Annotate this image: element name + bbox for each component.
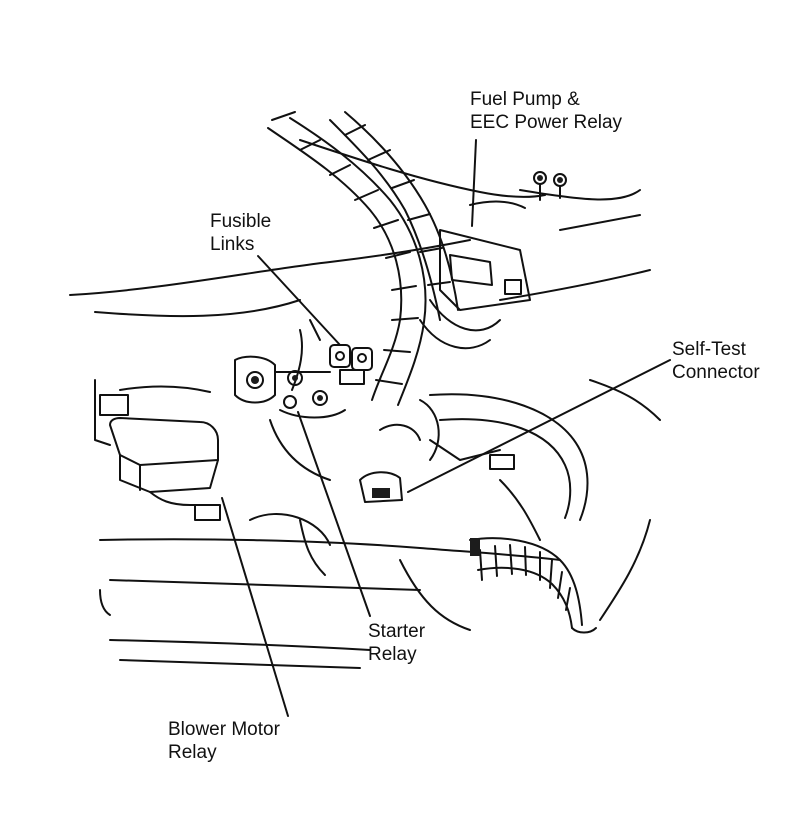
leader-lines [221,139,671,717]
main-wiring-harness [267,111,459,406]
leader-self-test-connector [407,359,671,493]
leader-fuel-pump-relay [471,139,477,227]
fuel-pump-relay-label: Fuel Pump & EEC Power Relay [470,88,622,134]
blower-motor-relay-label-line1: Blower Motor [168,719,280,740]
fusible-link-connectors [329,344,373,385]
leader-blower-motor-relay [221,497,289,717]
body-panel-outline [69,189,661,669]
upper-right-hose [429,393,589,541]
self-test-connector-label: Self-Test Connector [672,338,760,384]
fuel-pump-relay-box [419,229,531,350]
starter-relay-label: Starter Relay [368,620,425,666]
dark-fill-accents [251,175,563,556]
fuel-pump-relay-label-line1: Fuel Pump & [470,89,580,110]
fusible-links-label: Fusible Links [210,210,271,256]
fuel-pump-relay-label-line2: EEC Power Relay [470,112,623,133]
radiator-hose [469,537,597,634]
self-test-connector-label-line2: Connector [672,362,760,383]
self-test-connector-label-line1: Self-Test [672,339,746,360]
fusible-links-label-line2: Links [210,234,255,255]
fusible-links-label-line1: Fusible [210,211,272,232]
leader-starter-relay [297,411,371,617]
starter-relay-label-line2: Relay [368,644,417,665]
ground-wire [299,139,567,209]
starter-relay-label-line1: Starter [368,621,426,642]
blower-motor-relay-housing [99,394,221,521]
starter-relay-assembly [234,319,346,481]
blower-motor-relay-label: Blower Motor Relay [168,718,280,764]
blower-motor-relay-label-line2: Relay [168,742,217,763]
leader-fusible-links [257,255,341,346]
